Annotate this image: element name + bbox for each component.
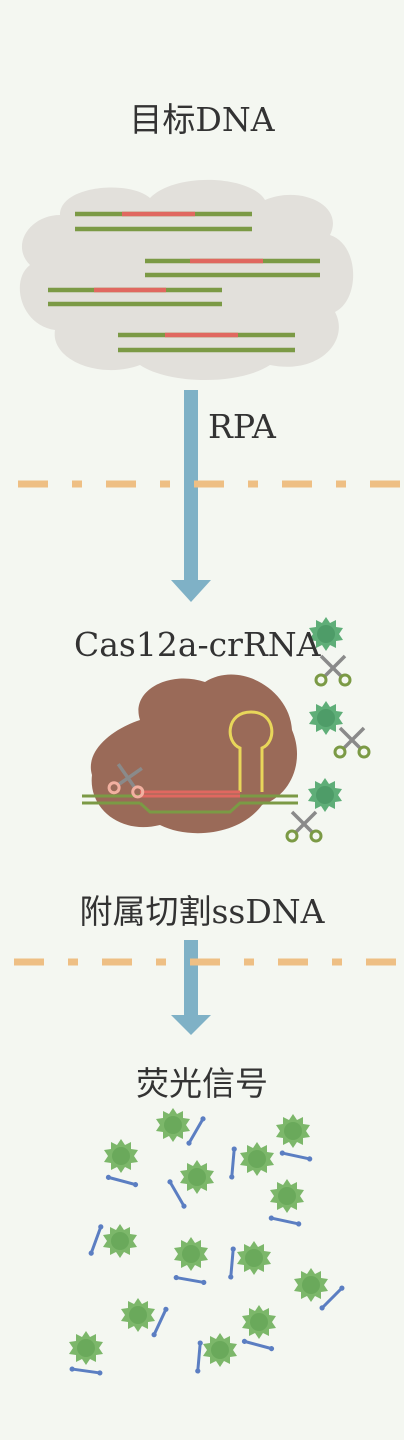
fluorophore-icon (237, 1241, 271, 1275)
ssdna-probe-icon (193, 1338, 205, 1376)
fluorophore-icon (242, 1305, 276, 1339)
fluorophore-icon (69, 1331, 103, 1365)
label-target-dna: 目标DNA (129, 100, 275, 139)
scissors-icon (285, 810, 323, 843)
crrna-hairpin-icon (228, 710, 274, 792)
fluorophore-icon (294, 1268, 328, 1302)
ssdna-probe-icon (277, 1148, 315, 1164)
ssdna-probe-icon (226, 1244, 238, 1282)
fluorophore-icon (121, 1298, 155, 1332)
label-cas12a-crrna: Cas12a-crRNA (74, 625, 321, 664)
arrow-icon (171, 940, 211, 1035)
ssdna-probe-icon (227, 1144, 239, 1182)
ssdna-probe-icon (266, 1213, 304, 1229)
label-rpa: RPA (208, 407, 276, 446)
fluorophore-icon (309, 701, 343, 735)
ssdna-probe-icon (103, 1172, 141, 1190)
fluorophore-icon (270, 1179, 304, 1213)
ssdna-probe-icon (239, 1336, 277, 1354)
bound-dna-icon (82, 790, 298, 814)
fluorophore-icon (308, 778, 342, 812)
ssdna-probe-icon (67, 1364, 105, 1378)
scissors-icon (333, 726, 371, 759)
label-fluorescence-signal: 荧光信号 (136, 1064, 268, 1103)
fluorophore-icon (174, 1237, 208, 1271)
fluorophore-icon (180, 1160, 214, 1194)
fluorophore-icon (203, 1333, 237, 1367)
fluorophore-icon (103, 1224, 137, 1258)
cas12a-protein (90, 674, 298, 834)
fluorescence-field (67, 1108, 348, 1378)
label-collateral-cleavage: 附属切割ssDNA (79, 892, 325, 931)
scissors-icon (314, 654, 352, 687)
arrow-icon (171, 390, 211, 602)
fluorophore-icon (276, 1114, 310, 1148)
fluorophore-icon (240, 1142, 274, 1176)
fluorophore-icon (156, 1108, 190, 1142)
ssdna-probe-icon (86, 1222, 106, 1258)
ssdna-probe-icon (171, 1273, 209, 1287)
target-dna-strands (48, 211, 320, 353)
fluorophore-icon (104, 1139, 138, 1173)
